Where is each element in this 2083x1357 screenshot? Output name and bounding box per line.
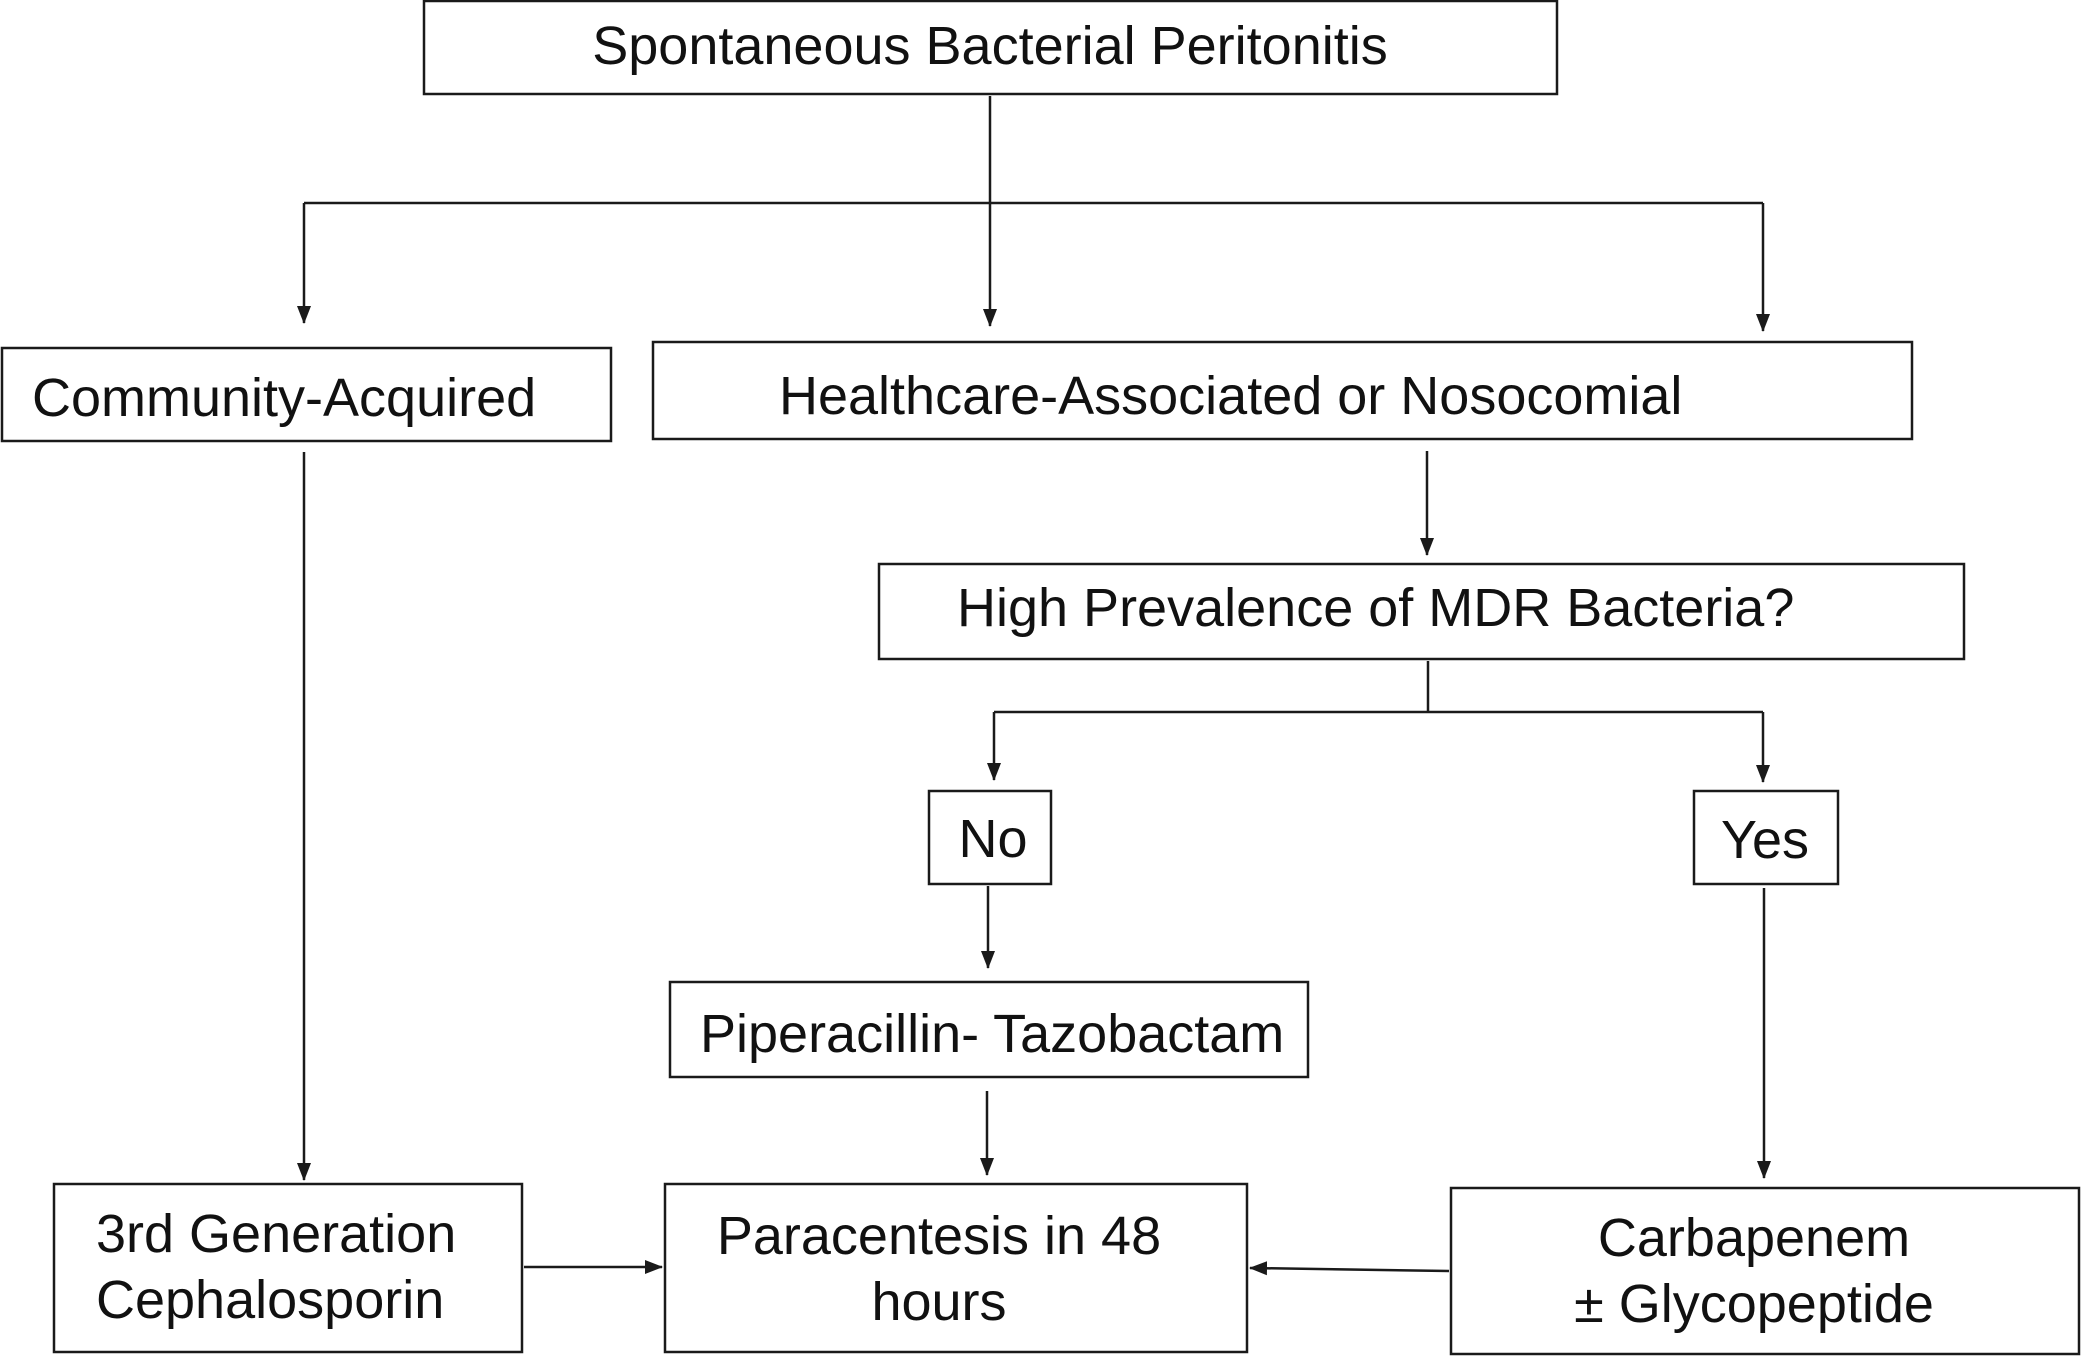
- piperacillin-tazobactam-box: [668, 980, 1310, 1079]
- carbapenem-box: [1449, 1186, 2081, 1356]
- yes-label: Yes: [1721, 810, 1809, 870]
- community-acquired-box: [0, 346, 613, 443]
- carbapenem-label-line1: Carbapenem: [1598, 1208, 1910, 1268]
- sbp-box: [422, 0, 1559, 96]
- carbapenem-label-line2: ± Glycopeptide: [1574, 1274, 1934, 1334]
- healthcare-nosocomial-box: [651, 340, 1914, 441]
- cephalosporin-label-line1: 3rd Generation: [96, 1204, 456, 1264]
- paracentesis-box: [663, 1182, 1249, 1354]
- cephalosporin-box: [52, 1182, 524, 1354]
- mdr-question-box: [877, 562, 1966, 661]
- arrow-carbapenem-to-paracentesis: [1249, 1261, 1450, 1276]
- healthcare-nosocomial-label: Healthcare-Associated or Nosocomial: [779, 366, 1682, 426]
- yes-box: [1692, 789, 1840, 886]
- community-acquired-label: Community-Acquired: [32, 368, 536, 428]
- sbp-label: Spontaneous Bacterial Peritonitis: [592, 16, 1387, 76]
- mdr-question-label: High Prevalence of MDR Bacteria?: [957, 578, 1794, 638]
- paracentesis-label-line2: hours: [871, 1272, 1006, 1332]
- cephalosporin-label-line2: Cephalosporin: [96, 1270, 444, 1330]
- piperacillin-tazobactam-label: Piperacillin- Tazobactam: [700, 1004, 1284, 1064]
- no-label: No: [958, 809, 1027, 869]
- paracentesis-label-line1: Paracentesis in 48: [717, 1206, 1161, 1266]
- no-box: [927, 789, 1053, 886]
